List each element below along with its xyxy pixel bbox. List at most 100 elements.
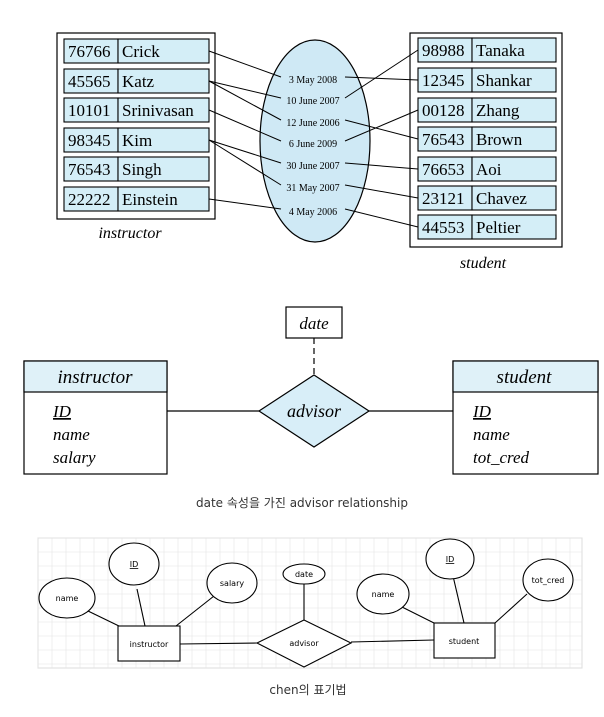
instructor-name-text: Srinivasan	[122, 101, 194, 120]
chen-student-tot-cred-label: tot_cred	[532, 576, 565, 585]
student-instance-table: 98988 Tanaka 12345 Shankar 00128 Zhang 76543 Br…	[409, 32, 563, 272]
chen-student-tot-cred-ellipse	[522, 558, 574, 602]
chen-student-id-ellipse	[425, 538, 475, 580]
instructor-date-link	[208, 80, 282, 121]
advisor-date-label: 6 June 2009	[289, 139, 337, 150]
instructor-date-link	[208, 50, 282, 78]
student-name-cell	[471, 214, 557, 240]
instructor-date-link	[208, 80, 282, 99]
instructor-id-text: 76543	[68, 160, 111, 179]
chen-student-name-label: name	[372, 590, 395, 599]
instructor-id-cell	[63, 186, 119, 212]
instructor-name-cell	[117, 97, 210, 123]
chen-instructor-name-ellipse	[38, 577, 96, 619]
student-attr-id: ID	[472, 402, 492, 421]
student-name-cell	[471, 156, 557, 182]
date-attribute-label: date	[299, 314, 329, 333]
student-name-text: Aoi	[476, 160, 502, 179]
student-id-text: 12345	[422, 71, 465, 90]
chen-student-name-ellipse	[356, 573, 410, 615]
instructor-id-text: 98345	[68, 131, 111, 150]
instructor-name-text: Einstein	[122, 190, 178, 209]
advisor-date-label: 12 June 2006	[286, 118, 339, 129]
advisor-relationship-set-ellipse	[259, 39, 371, 243]
instructor-id-text: 76766	[68, 42, 111, 61]
student-id-cell	[417, 185, 473, 211]
student-id-cell	[417, 97, 473, 123]
student-entity: student ID name tot_cred	[452, 360, 599, 475]
student-name-cell	[471, 126, 557, 152]
instructor-attr-salary: salary	[53, 448, 96, 467]
date-student-link	[344, 208, 419, 228]
instructor-name-text: Crick	[122, 42, 160, 61]
student-entity-header	[452, 360, 599, 393]
instructor-caption: instructor	[98, 225, 162, 242]
student-name-cell	[471, 97, 557, 123]
student-name-text: Brown	[476, 130, 523, 149]
student-caption: student	[460, 255, 507, 272]
student-id-text: 00128	[422, 101, 465, 120]
instructor-date-link	[208, 139, 282, 164]
student-id-text: 44553	[422, 218, 465, 237]
chen-diagram: name ID salary date name ID tot_cred ins…	[37, 537, 583, 697]
chen-connector-lines	[87, 575, 528, 645]
instructor-attr-name: name	[53, 425, 90, 444]
advisor-date-label: 4 May 2006	[289, 207, 337, 218]
instructor-id-text: 45565	[68, 72, 111, 91]
chen-advisor-diamond	[255, 619, 353, 668]
student-id-text: 76543	[422, 130, 465, 149]
date-student-link	[344, 109, 419, 142]
instructor-date-link	[208, 198, 282, 210]
student-name-text: Shankar	[476, 71, 532, 90]
student-id-text: 98988	[422, 41, 465, 60]
advisor-date-label: 31 May 2007	[286, 183, 339, 194]
instructor-name-cell	[117, 38, 210, 64]
chen-student-label: student	[449, 637, 480, 646]
instructor-name-cell	[117, 186, 210, 212]
chen-date-label: date	[295, 570, 313, 579]
chen-student-id-label: ID	[446, 555, 455, 564]
instructor-name-text: Katz	[122, 72, 155, 91]
advisor-date-label: 30 June 2007	[286, 161, 339, 172]
er-diagram: date advisor instructor ID name salary s…	[23, 306, 599, 510]
instructor-id-text: 10101	[68, 101, 111, 120]
instructor-entity-header	[23, 360, 168, 393]
student-name-text: Chavez	[476, 189, 527, 208]
instructor-id-cell	[63, 156, 119, 182]
instructor-name-cell	[117, 127, 210, 153]
student-name-text: Peltier	[476, 218, 521, 237]
student-name-text: Zhang	[476, 101, 520, 120]
chen-instructor-entity	[117, 625, 181, 662]
advisor-diamond-label: advisor	[287, 401, 342, 421]
student-id-cell	[417, 156, 473, 182]
advisor-diamond	[257, 374, 371, 448]
advisor-date-label: 10 June 2007	[286, 96, 339, 107]
chen-instructor-id-label: ID	[130, 560, 139, 569]
instructor-id-cell	[63, 97, 119, 123]
instructor-attr-id: ID	[52, 402, 72, 421]
student-id-text: 76653	[422, 160, 465, 179]
er-caption: date 속성을 가진 advisor relationship	[196, 496, 408, 510]
student-name-cell	[471, 67, 557, 93]
instructor-date-link	[208, 139, 282, 186]
chen-instructor-id-ellipse	[108, 542, 160, 586]
chen-advisor-label: advisor	[289, 639, 319, 648]
student-name-text: Tanaka	[476, 41, 525, 60]
instructor-name-cell	[117, 156, 210, 182]
instructor-id-cell	[63, 127, 119, 153]
chen-instructor-label: instructor	[130, 640, 169, 649]
instructor-entity: instructor ID name salary	[23, 360, 168, 475]
chen-caption: chen의 표기법	[269, 683, 346, 697]
advisor-date-label: 3 May 2008	[289, 75, 337, 86]
date-student-link	[344, 162, 419, 170]
date-student-link	[344, 119, 419, 140]
instructor-entity-name: instructor	[58, 367, 134, 388]
student-name-cell	[471, 185, 557, 211]
student-entity-name: student	[497, 367, 553, 388]
instructor-id-text: 22222	[68, 190, 111, 209]
student-attr-tot-cred: tot_cred	[473, 448, 530, 467]
instructor-date-link	[208, 109, 282, 142]
date-student-link	[344, 184, 419, 199]
